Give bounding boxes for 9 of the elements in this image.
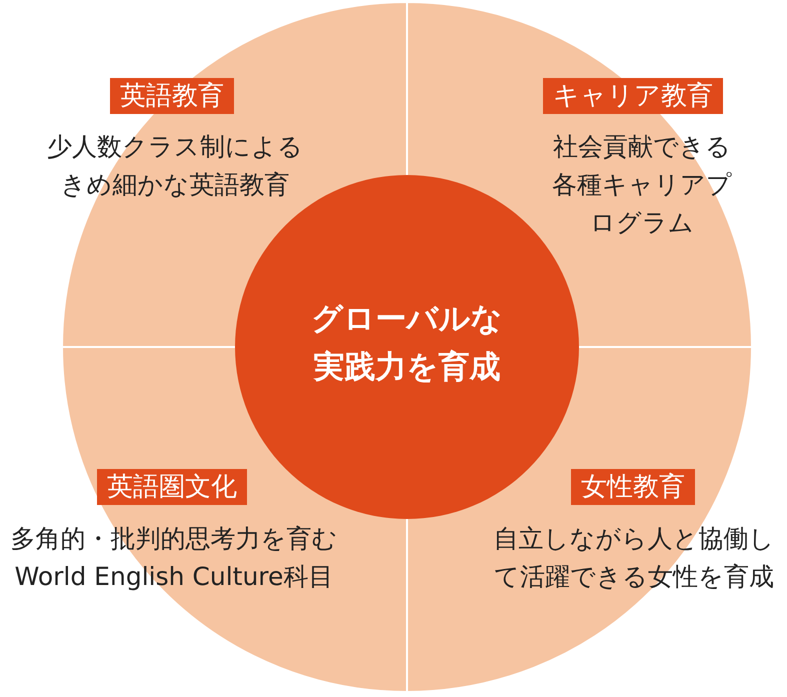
center-text: グローバルな実践力を育成 (310, 300, 504, 387)
section-heading: 英語圏文化 (97, 469, 247, 505)
section-heading: 英語教育 (110, 78, 234, 114)
description-text: 多角的・批判的思考力を育むWorld English Culture科目 (10, 523, 338, 593)
section-heading: キャリア教育 (543, 78, 723, 114)
description-text: 社会貢献できる各種キャリアプログラム (552, 131, 732, 239)
description-text: 少人数クラス制によるきめ細かな英語教育 (46, 131, 304, 201)
description-text: 自立しながら人と協働して活躍できる女性を育成 (493, 523, 775, 593)
section-heading: 女性教育 (571, 469, 695, 505)
